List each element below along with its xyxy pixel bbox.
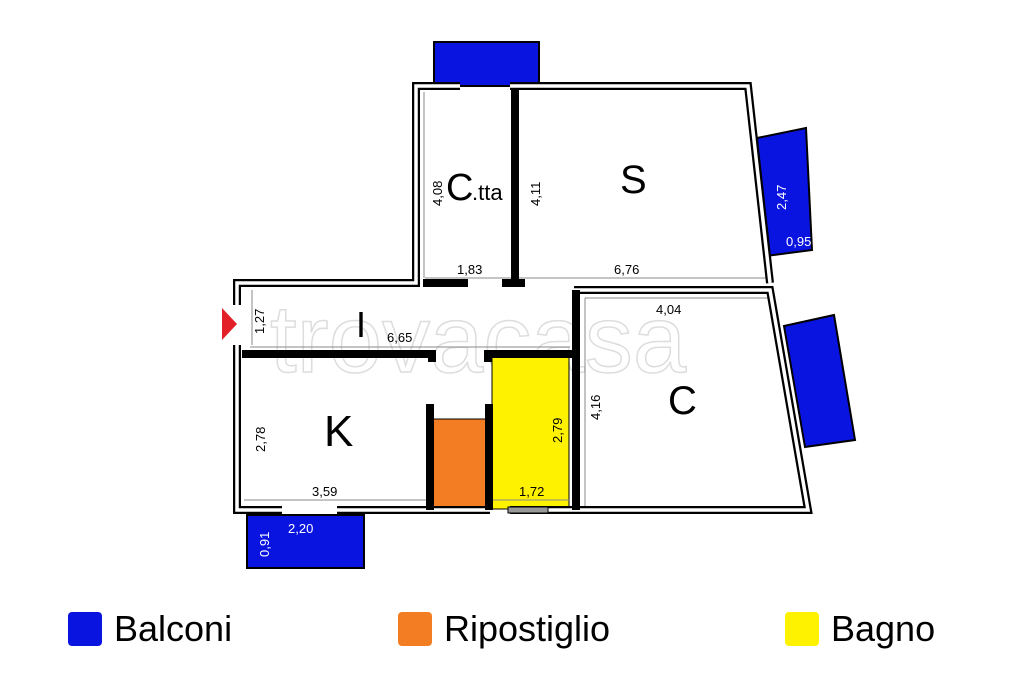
dim-balcony-living-h: 2,47	[774, 185, 789, 210]
legend-swatch-balconi	[68, 612, 102, 646]
dim-ingresso-w: 6,65	[387, 330, 412, 345]
watermark: trovacasa	[270, 286, 687, 393]
room-label-cucinotta-suffix: .tta	[472, 180, 503, 205]
balcony-kitchen	[246, 514, 365, 569]
dim-soggiorno-h: 4,11	[528, 182, 543, 206]
dim-cucina-h: 2,78	[253, 427, 268, 452]
legend-label-ripostiglio: Ripostiglio	[444, 608, 611, 649]
balcony-top	[433, 41, 540, 87]
dim-cucinotta-w: 1,83	[457, 262, 482, 277]
balcony-bedroom	[782, 313, 857, 449]
dimension-lines	[244, 92, 770, 508]
legend-bagno: Bagno	[785, 608, 935, 650]
legend-label-bagno: Bagno	[831, 608, 936, 649]
dim-bagno-w: 1,72	[519, 484, 544, 499]
room-label-soggiorno: S	[620, 158, 647, 202]
dim-cucina-w: 3,59	[312, 484, 337, 499]
dim-cucinotta-h: 4,08	[430, 181, 445, 206]
storage-room-fill	[432, 418, 488, 509]
dim-balcony-kitchen-h: 0,91	[257, 532, 272, 557]
room-label-cucina: K	[324, 407, 353, 456]
room-label-cucinotta: C	[446, 167, 473, 209]
room-label-ingresso: I	[356, 304, 366, 345]
legend-swatch-ripostiglio	[398, 612, 432, 646]
dim-balcony-kitchen-w: 2,20	[288, 521, 313, 536]
legend-ripostiglio: Ripostiglio	[398, 608, 610, 650]
room-label-camera: C	[668, 379, 697, 423]
legend-balconi: Balconi	[68, 608, 232, 650]
dim-bagno-h: 2,79	[550, 418, 565, 443]
legend-label-balconi: Balconi	[114, 608, 233, 649]
entrance-arrow-icon	[222, 308, 237, 340]
dim-balcony-living-w: 0,95	[786, 234, 811, 249]
dim-camera-h: 4,16	[588, 395, 603, 420]
dim-soggiorno-w: 6,76	[614, 262, 639, 277]
legend-swatch-bagno	[785, 612, 819, 646]
walls	[233, 82, 813, 514]
dim-ingresso-h: 1,27	[252, 309, 267, 334]
dim-camera-w: 4,04	[656, 302, 681, 317]
